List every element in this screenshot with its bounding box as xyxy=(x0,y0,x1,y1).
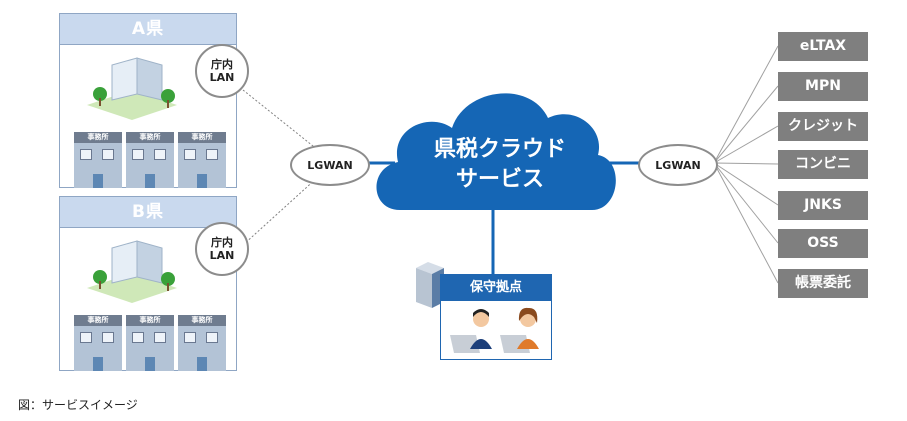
prefecture-b-box: B県 事務所 事務所 事務所 xyxy=(59,196,237,371)
office-icon: 事務所 xyxy=(74,315,122,371)
building-icon xyxy=(87,240,177,303)
cloud-shape xyxy=(376,93,616,210)
cloud-label: 県税クラウド サービス xyxy=(433,137,566,192)
office-icon: 事務所 xyxy=(126,132,174,188)
prefecture-a-title: A県 xyxy=(60,14,236,45)
lgwan-left-node: LGWAN xyxy=(290,144,370,186)
maintenance-title: 保守拠点 xyxy=(441,275,551,301)
service-oss: OSS xyxy=(778,229,868,258)
maintenance-box: 保守拠点 xyxy=(440,274,552,360)
service-eltax: eLTAX xyxy=(778,32,868,61)
service-mpn: MPN xyxy=(778,72,868,101)
prefecture-a-box: A県 事務所 事務所 事務所 xyxy=(59,13,237,188)
lgwan-right-node: LGWAN xyxy=(638,144,718,186)
service-convenience: コンビニ xyxy=(778,150,868,179)
service-jnks: JNKS xyxy=(778,191,868,220)
service-credit: クレジット xyxy=(778,112,868,141)
connector-b-lgwan xyxy=(242,176,319,246)
office-icon: 事務所 xyxy=(126,315,174,371)
building-icon xyxy=(87,57,177,120)
figure-caption: 図：サービスイメージ xyxy=(18,398,138,412)
operators-icon xyxy=(450,307,539,353)
office-icon: 事務所 xyxy=(74,132,122,188)
service-form-outsourcing: 帳票委託 xyxy=(778,269,868,298)
prefecture-b-title: B県 xyxy=(60,197,236,228)
connector-a-lgwan xyxy=(242,89,319,151)
office-icon: 事務所 xyxy=(178,132,226,188)
office-icon: 事務所 xyxy=(178,315,226,371)
